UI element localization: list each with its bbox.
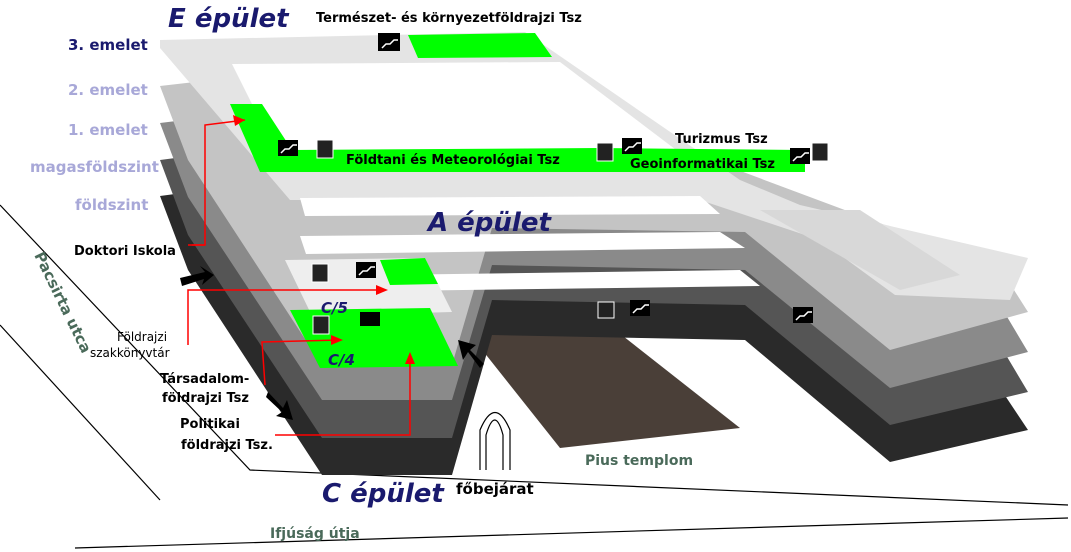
label-social-line2: földrajzi Tsz <box>162 391 249 406</box>
label-social-line1: Társadalom- <box>160 372 249 387</box>
label-tourism-dept: Turizmus Tsz <box>675 132 768 147</box>
label-room-c5: C/5 <box>321 299 348 317</box>
red-arrows <box>187 119 411 436</box>
label-second-floor: 2. emelet <box>68 81 148 99</box>
label-room-c4: C/4 <box>328 351 355 369</box>
label-nature-env-dept: Természet- és környezetföldrajzi Tsz <box>316 11 582 26</box>
label-third-floor: 3. emelet <box>68 36 148 54</box>
stair-icons <box>278 33 813 326</box>
pius-church <box>460 318 740 470</box>
label-geology-meteo-dept: Földtani és Meteorológiai Tsz <box>346 153 560 168</box>
label-first-floor: 1. emelet <box>68 121 148 139</box>
title-e-building: E épület <box>168 4 290 34</box>
title-a-building: A épület <box>426 208 552 238</box>
red-arrowheads <box>233 115 415 364</box>
entrance-arrows <box>180 266 484 420</box>
label-street-pacsirta: Pacsirta utca <box>30 249 95 356</box>
label-library-line2: szakkönyvtár <box>90 346 170 360</box>
label-raised-ground: magasföldszint <box>30 158 159 176</box>
c-building-lower <box>290 308 458 368</box>
label-pius-church: Pius templom <box>585 453 693 469</box>
label-doctoral-school: Doktori Iskola <box>74 244 176 259</box>
label-political-line2: földrajzi Tsz. <box>181 438 273 453</box>
label-library-line1: Földrajzi <box>117 330 167 344</box>
label-main-entrance: főbejárat <box>456 480 534 498</box>
label-political-line1: Politikai <box>180 417 240 432</box>
title-c-building: C épület <box>322 479 445 509</box>
label-street-ifjusag: Ifjúság útja <box>270 526 360 542</box>
elevator-icons <box>311 139 829 335</box>
label-ground-floor: földszint <box>75 196 148 214</box>
label-geoinformatics-dept: Geoinformatikai Tsz <box>630 157 775 172</box>
street-outlines <box>0 204 1069 549</box>
green-highlights <box>230 33 805 172</box>
